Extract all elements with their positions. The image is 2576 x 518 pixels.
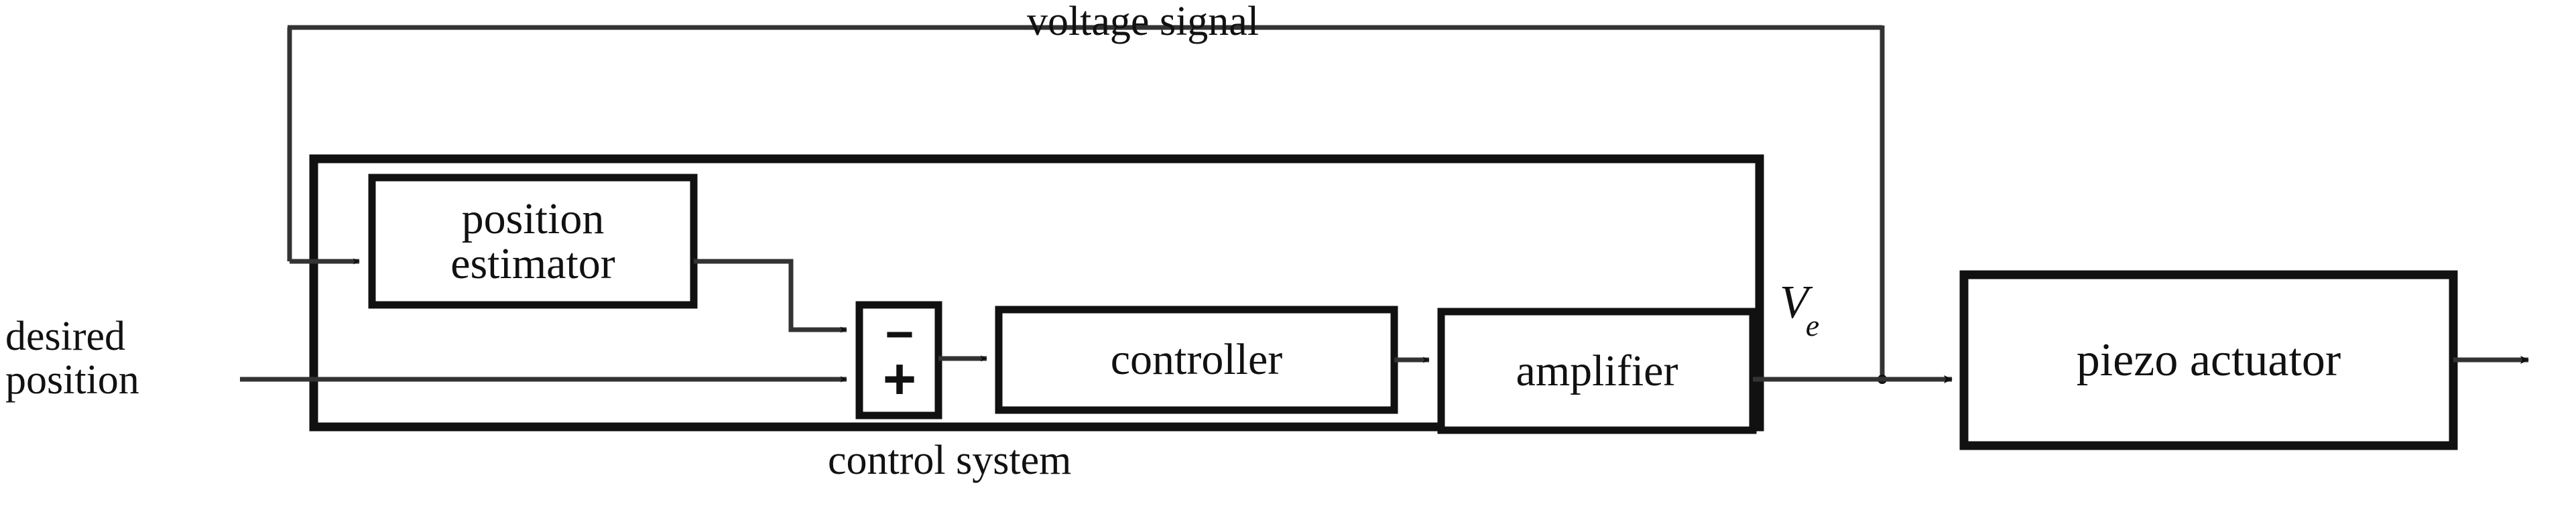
controller-block: [995, 306, 1398, 414]
piezo-actuator-block: [1959, 270, 2458, 450]
control-system-boundary-box: [309, 154, 1764, 432]
ve-base: V: [1780, 277, 1808, 328]
ve-signal-label: Ve: [1780, 277, 1822, 342]
position-estimator-block: [368, 174, 698, 309]
voltage-signal-label: voltage signal: [1026, 0, 1260, 44]
desired-position-label: desired position: [5, 314, 139, 403]
summing-junction-block: [855, 301, 942, 419]
estimator-output-line: [694, 259, 847, 333]
ve-subscript: e: [1805, 308, 1820, 342]
amplifier-block: [1437, 308, 1757, 434]
control-system-label: control system: [828, 438, 1072, 483]
